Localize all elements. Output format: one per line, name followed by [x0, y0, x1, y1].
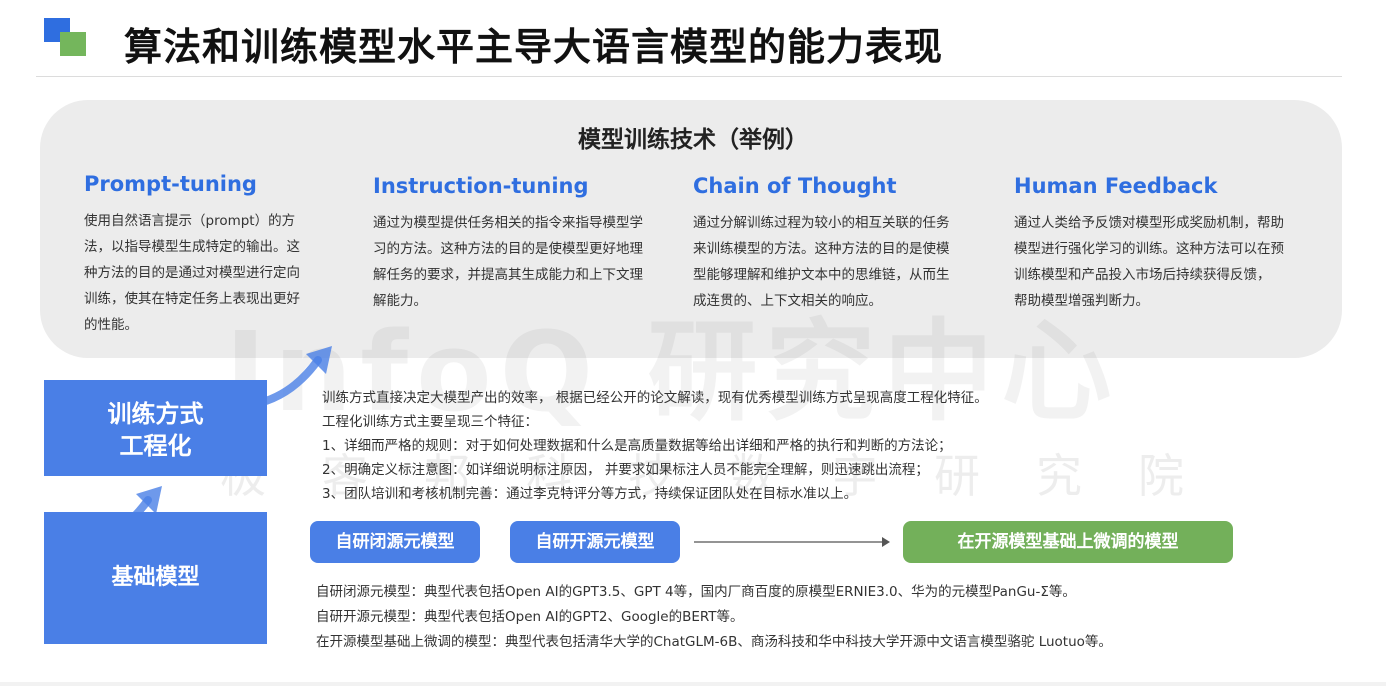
title-divider: [36, 76, 1342, 77]
base-model-box: 基础模型: [44, 512, 267, 644]
tag-finetuned-model: 在开源模型基础上微调的模型: [903, 521, 1233, 563]
technique-name: Prompt-tuning: [84, 172, 257, 196]
example-line: 在开源模型基础上微调的模型：典型代表包括清华大学的ChatGLM-6B、商汤科技…: [316, 634, 1112, 650]
page-title: 算法和训练模型水平主导大语言模型的能力表现: [124, 25, 944, 69]
technique-prompt-tuning: Prompt-tuning 使用自然语言提示（prompt）的方法，以指导模型生…: [84, 172, 310, 338]
technique-description: 通过为模型提供任务相关的指令来指导模型学习的方法。这种方法的目的是使模型更好地理…: [373, 215, 643, 309]
right-arrow-icon: [694, 537, 890, 547]
technique-instruction-tuning: Instruction-tuning 通过为模型提供任务相关的指令来指导模型学习…: [373, 174, 643, 314]
technique-name: Human Feedback: [1014, 174, 1218, 198]
technique-description: 通过分解训练过程为较小的相互关联的任务来训练模型的方法。这种方法的目的是使模型能…: [693, 215, 950, 309]
example-line: 自研开源元模型：典型代表包括Open AI的GPT2、Google的BERT等。: [316, 609, 744, 625]
feature-line: 3、团队培训和考核机制完善：通过李克特评分等方式，持续保证团队处在目标水准以上。: [322, 486, 858, 502]
logo-green-square: [60, 32, 86, 56]
engineering-features: 训练方式直接决定大模型产出的效率， 根据已经公开的论文解读，现有优秀模型训练方式…: [322, 386, 988, 506]
model-examples: 自研闭源元模型：典型代表包括Open AI的GPT3.5、GPT 4等，国内厂商…: [316, 580, 1112, 655]
technique-name: Instruction-tuning: [373, 174, 589, 198]
feature-line: 2、明确定义标注意图：如详细说明标注原因， 并要求如果标注人员不能完全理解，则迅…: [322, 462, 929, 478]
training-techniques-panel: [40, 100, 1342, 358]
technique-human-feedback: Human Feedback 通过人类给予反馈对模型形成奖励机制，帮助模型进行强…: [1014, 174, 1284, 314]
bottom-divider: [0, 682, 1386, 686]
technique-name: Chain of Thought: [693, 174, 897, 198]
base-model-box-label: 基础模型: [111, 565, 200, 590]
engineering-box: 训练方式工程化: [44, 380, 267, 476]
feature-line: 工程化训练方式主要呈现三个特征：: [322, 414, 538, 430]
technique-description: 使用自然语言提示（prompt）的方法，以指导模型生成特定的输出。这种方法的目的…: [84, 213, 300, 333]
panel-heading: 模型训练技术（举例）: [578, 127, 808, 153]
example-line: 自研闭源元模型：典型代表包括Open AI的GPT3.5、GPT 4等，国内厂商…: [316, 584, 1076, 600]
feature-line: 训练方式直接决定大模型产出的效率， 根据已经公开的论文解读，现有优秀模型训练方式…: [322, 390, 988, 406]
engineering-box-label: 训练方式工程化: [107, 400, 204, 460]
tag-open-source-model: 自研开源元模型: [510, 521, 680, 563]
tag-closed-source-model: 自研闭源元模型: [310, 521, 480, 563]
technique-description: 通过人类给予反馈对模型形成奖励机制，帮助模型进行强化学习的训练。这种方法可以在预…: [1014, 215, 1284, 309]
feature-line: 1、详细而严格的规则：对于如何处理数据和什么是高质量数据等给出详细和严格的执行和…: [322, 438, 952, 454]
brand-logo: [44, 18, 88, 62]
technique-chain-of-thought: Chain of Thought 通过分解训练过程为较小的相互关联的任务来训练模…: [693, 174, 961, 314]
